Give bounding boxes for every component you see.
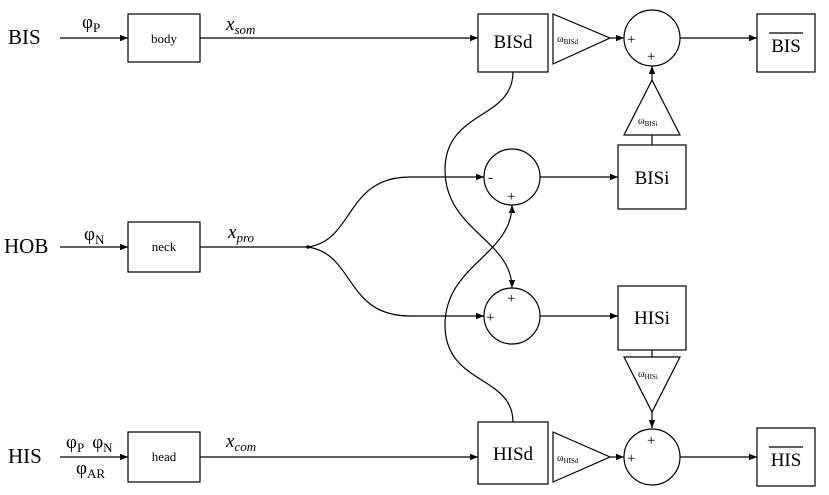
signal-x-pro: xpro: [227, 222, 255, 245]
block-hisi: [617, 285, 687, 351]
arrow-xpro-to-hisi-sum: [307, 246, 484, 320]
block-bisd: [477, 13, 549, 73]
sign-minus-bisi: -: [488, 170, 493, 186]
curve-bisd-to-hisi-sum: [444, 71, 516, 289]
block-neck: [127, 221, 201, 273]
block-his-hat: [756, 427, 816, 487]
gain-w-hisd: ωHISd: [557, 453, 579, 465]
input-label-his: HIS: [8, 444, 42, 468]
signal-x-com: xcom: [225, 431, 256, 454]
signal-x-som: xsom: [225, 14, 255, 37]
sign-plus-hisi-top: +: [507, 291, 515, 307]
block-bisi: [617, 144, 687, 210]
sign-plus-bisi: +: [507, 189, 515, 205]
block-head-label: head: [152, 449, 177, 464]
sign-plus-his-left: +: [627, 451, 635, 467]
sign-plus-hisi-left: +: [486, 310, 494, 326]
block-hisd: [477, 421, 549, 485]
block-his-hat-label: HIS: [771, 450, 802, 471]
gain-triangle-bisd: [552, 13, 612, 65]
block-bisi-label: BISi: [635, 168, 670, 189]
sign-plus-his-top: +: [647, 433, 655, 449]
block-hisd-label: HISd: [493, 444, 534, 465]
gain-triangle-hisd: [552, 431, 612, 483]
param-phi-p-bis: φP: [82, 12, 100, 35]
block-hisi-label: HISi: [634, 308, 670, 329]
param-phi-n: φN: [84, 224, 105, 247]
curve-hisd-to-bisi-diff: [444, 204, 516, 423]
sign-plus-bis-bottom: +: [647, 49, 655, 65]
gain-w-bisd: ωBISd: [557, 34, 578, 46]
block-body-label: body: [151, 31, 178, 46]
block-bis-hat-label: BIS: [771, 36, 801, 57]
block-bis-hat: [756, 13, 816, 73]
gain-w-hisi: ωHISi: [638, 369, 658, 381]
input-label-bis: BIS: [8, 25, 41, 49]
block-bisd-label: BISd: [493, 32, 533, 53]
gain-triangle-hisi: [623, 356, 681, 414]
input-label-hob: HOB: [4, 234, 48, 258]
block-head: [127, 431, 201, 483]
param-phi-ar: φAR: [76, 458, 105, 481]
block-neck-label: neck: [152, 239, 177, 254]
arrow-xpro-to-bisi-diff: [307, 173, 484, 248]
gain-w-bisi: ωBISi: [638, 116, 657, 128]
sign-plus-bis-left: +: [627, 32, 635, 48]
